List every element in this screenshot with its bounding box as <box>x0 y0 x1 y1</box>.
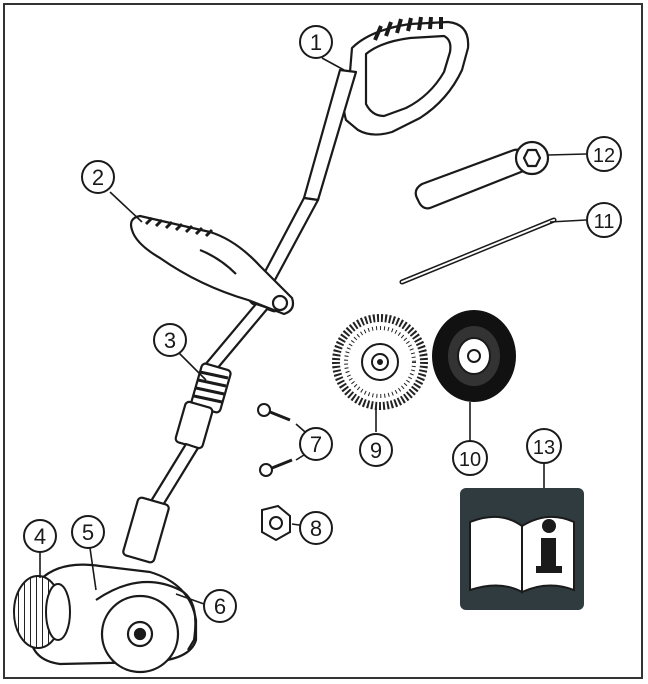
callout-6: 6 <box>203 589 237 623</box>
callout-4: 4 <box>23 519 57 553</box>
edger-blade <box>100 594 180 674</box>
diagram-frame <box>3 3 643 679</box>
nut <box>261 504 291 542</box>
callout-11-label: 11 <box>594 211 615 233</box>
callout-2: 2 <box>81 160 115 194</box>
callout-4-label: 4 <box>34 524 46 549</box>
edger-wheel <box>13 575 71 649</box>
callout-3-label: 3 <box>164 328 176 353</box>
callout-1: 1 <box>299 25 333 59</box>
wrench <box>414 140 550 210</box>
callout-1-label: 1 <box>310 30 322 55</box>
callout-8: 8 <box>299 511 333 545</box>
callouts: 1 2 3 4 5 6 7 8 9 10 11 12 13 <box>23 25 622 623</box>
callout-6-label: 6 <box>214 594 226 619</box>
manual-icon <box>460 488 584 610</box>
wire-brush-coarse <box>332 314 428 410</box>
wire-brush-fine <box>432 310 516 402</box>
callout-7: 7 <box>299 427 333 461</box>
callout-8-label: 8 <box>310 516 322 541</box>
auxiliary-handle <box>129 214 295 316</box>
callout-3: 3 <box>153 323 187 357</box>
rod <box>399 217 557 285</box>
screws <box>257 403 293 477</box>
callout-5: 5 <box>71 515 105 549</box>
callout-7-label: 7 <box>310 432 322 457</box>
callout-9-label: 9 <box>370 438 382 463</box>
callout-12-label: 12 <box>593 145 615 167</box>
callout-13-label: 13 <box>533 437 555 459</box>
callout-13: 13 <box>526 428 562 464</box>
callout-9: 9 <box>359 433 393 467</box>
callout-5-label: 5 <box>82 520 94 545</box>
callout-12: 12 <box>586 136 622 172</box>
callout-11: 11 <box>586 202 622 238</box>
callout-2-label: 2 <box>92 165 104 190</box>
callout-10-label: 10 <box>459 449 481 471</box>
callout-10: 10 <box>452 440 488 476</box>
